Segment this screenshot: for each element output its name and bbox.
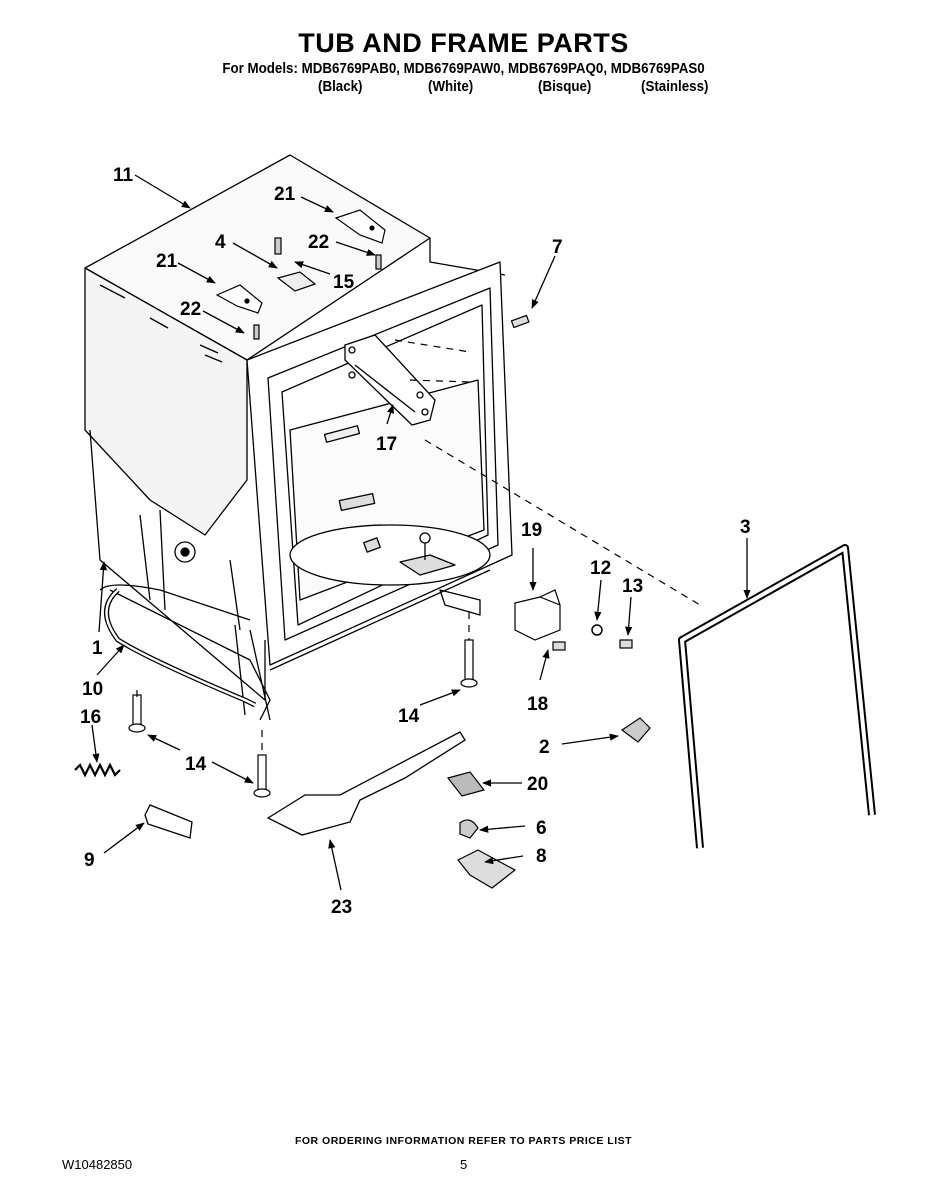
spring-part-16 [74, 762, 121, 778]
color-label-stainless: (Stainless) [641, 79, 709, 95]
document-number: W10482850 [62, 1157, 133, 1172]
callout-6: 6 [536, 818, 547, 839]
door-gasket-part-3 [678, 544, 876, 849]
color-label-black: (Black) [318, 79, 363, 95]
callout-14-left: 14 [185, 754, 207, 775]
base-plate-part-23 [266, 731, 466, 836]
callout-10: 10 [82, 679, 103, 700]
callout-20: 20 [527, 774, 548, 795]
callout-13: 13 [622, 576, 643, 597]
washer-part-12 [591, 624, 603, 636]
callout-21-left: 21 [156, 251, 178, 272]
callout-1: 1 [92, 638, 103, 659]
clamp-part-6 [459, 819, 479, 839]
clip-part-2 [620, 717, 651, 743]
hinge-bracket-part-17 [344, 334, 436, 426]
bracket-part-8 [457, 849, 517, 889]
callout-15: 15 [333, 272, 355, 293]
page-number: 5 [460, 1157, 468, 1172]
leveling-leg-parts-14 [128, 639, 478, 798]
color-label-white: (White) [428, 79, 474, 95]
callout-16: 16 [80, 707, 101, 728]
callout-19: 19 [521, 520, 542, 541]
models-line: For Models: MDB6769PAB0, MDB6769PAW0, MD… [222, 61, 705, 77]
callout-8: 8 [536, 846, 547, 867]
screw-part-18 [552, 641, 566, 651]
bracket-part-19 [514, 589, 561, 641]
color-label-bisque: (Bisque) [538, 79, 592, 95]
top-mounting-brackets [215, 209, 386, 340]
callout-22-top: 22 [308, 232, 329, 253]
callout-11: 11 [113, 165, 134, 186]
callout-21-top: 21 [274, 184, 296, 205]
callout-4: 4 [215, 232, 226, 253]
callout-14-right: 14 [398, 706, 420, 727]
screw-part-7 [510, 314, 530, 329]
callout-23: 23 [331, 897, 352, 918]
callout-18: 18 [527, 694, 548, 715]
callout-12: 12 [590, 558, 611, 579]
callout-3: 3 [740, 517, 751, 538]
callout-22-left: 22 [180, 299, 201, 320]
ordering-note: FOR ORDERING INFORMATION REFER TO PARTS … [294, 1135, 633, 1147]
page-title: TUB AND FRAME PARTS [298, 28, 629, 58]
screw-part-13 [619, 639, 633, 649]
callout-9: 9 [84, 850, 95, 871]
tub-assembly [84, 154, 513, 721]
pad-part-20 [446, 771, 486, 797]
callout-7: 7 [552, 237, 563, 258]
block-part-9 [144, 804, 193, 839]
callout-2: 2 [539, 737, 550, 758]
callout-17: 17 [376, 434, 397, 455]
